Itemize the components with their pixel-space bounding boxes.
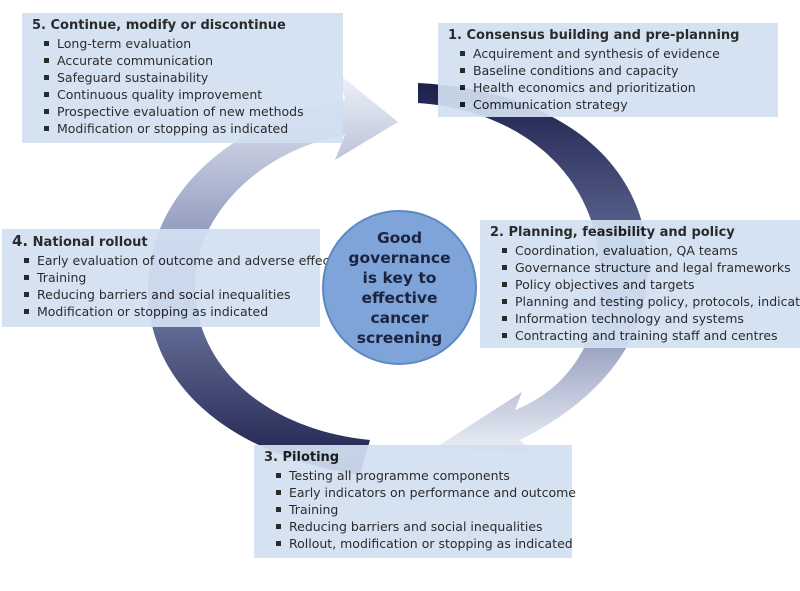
list-item: Governance structure and legal framework… xyxy=(502,259,792,276)
arrow-left-arc xyxy=(148,75,398,475)
list-item: Testing all programme components xyxy=(276,467,564,484)
list-item: Contracting and training staff and centr… xyxy=(502,327,792,344)
stage-2-title-text: Planning, feasibility and policy xyxy=(508,225,735,240)
list-item: Accurate communication xyxy=(44,52,335,69)
list-item: Training xyxy=(276,501,564,518)
list-item: Early indicators on performance and outc… xyxy=(276,484,576,501)
stage-5-list: Long-term evaluation Accurate communicat… xyxy=(32,35,335,137)
stage-4-title: 4. National rollout xyxy=(12,233,312,251)
list-item: Policy objectives and targets xyxy=(502,276,792,293)
stage-1-title: 1. Consensus building and pre-planning xyxy=(448,27,770,44)
stage-2-number: 2. xyxy=(490,225,504,240)
center-circle: Good governance is key to effective canc… xyxy=(322,210,477,365)
list-item: Safeguard sustainability xyxy=(44,69,335,86)
stage-3-title: 3. Piloting xyxy=(264,449,564,466)
stage-3-list: Testing all programme components Early i… xyxy=(264,467,576,552)
center-text: Good governance is key to effective canc… xyxy=(348,228,451,347)
stage-3-number: 3. xyxy=(264,450,278,465)
list-item: Training xyxy=(24,269,312,286)
stage-4-list: Early evaluation of outcome and adverse … xyxy=(12,252,341,320)
stage-2-list: Coordination, evaluation, QA teams Gover… xyxy=(490,242,800,344)
stage-1-list: Acquirement and synthesis of evidence Ba… xyxy=(448,45,770,113)
list-item: Baseline conditions and capacity xyxy=(460,62,770,79)
list-item: Modification or stopping as indicated xyxy=(44,120,335,137)
list-item: Continuous quality improvement xyxy=(44,86,335,103)
stage-5-number: 5. xyxy=(32,18,46,33)
list-item: Reducing barriers and social inequalitie… xyxy=(276,518,564,535)
stage-5-box: 5. Continue, modify or discontinue Long-… xyxy=(22,13,343,143)
stage-3-box: 3. Piloting Testing all programme compon… xyxy=(254,445,576,558)
list-item: Reducing barriers and social inequalitie… xyxy=(24,286,312,303)
list-item: Coordination, evaluation, QA teams xyxy=(502,242,792,259)
list-item: Information technology and systems xyxy=(502,310,792,327)
list-item: Acquirement and synthesis of evidence xyxy=(460,45,770,62)
stage-3-title-text: Piloting xyxy=(282,450,340,465)
stage-1-number: 1. xyxy=(448,28,462,43)
stage-5-title: 5. Continue, modify or discontinue xyxy=(32,17,335,34)
stage-5-title-text: Continue, modify or discontinue xyxy=(50,18,286,33)
stage-4-number: 4. xyxy=(12,232,29,250)
list-item: Communication strategy xyxy=(460,96,770,113)
list-item: Modification or stopping as indicated xyxy=(24,303,312,320)
list-item: Prospective evaluation of new methods xyxy=(44,103,335,120)
list-item: Long-term evaluation xyxy=(44,35,335,52)
stage-2-box: 2. Planning, feasibility and policy Coor… xyxy=(480,220,800,348)
arrow-right-arc xyxy=(418,83,648,455)
list-item: Health economics and prioritization xyxy=(460,79,770,96)
list-item: Rollout, modification or stopping as ind… xyxy=(276,535,573,552)
stage-1-box: 1. Consensus building and pre-planning A… xyxy=(438,23,778,117)
stage-4-box: 4. National rollout Early evaluation of … xyxy=(2,229,341,327)
stage-2-title: 2. Planning, feasibility and policy xyxy=(490,224,792,241)
stage-4-title-text: National rollout xyxy=(32,235,148,250)
list-item: Planning and testing policy, protocols, … xyxy=(502,293,800,310)
list-item: Early evaluation of outcome and adverse … xyxy=(24,252,341,269)
stage-1-title-text: Consensus building and pre-planning xyxy=(466,28,740,43)
